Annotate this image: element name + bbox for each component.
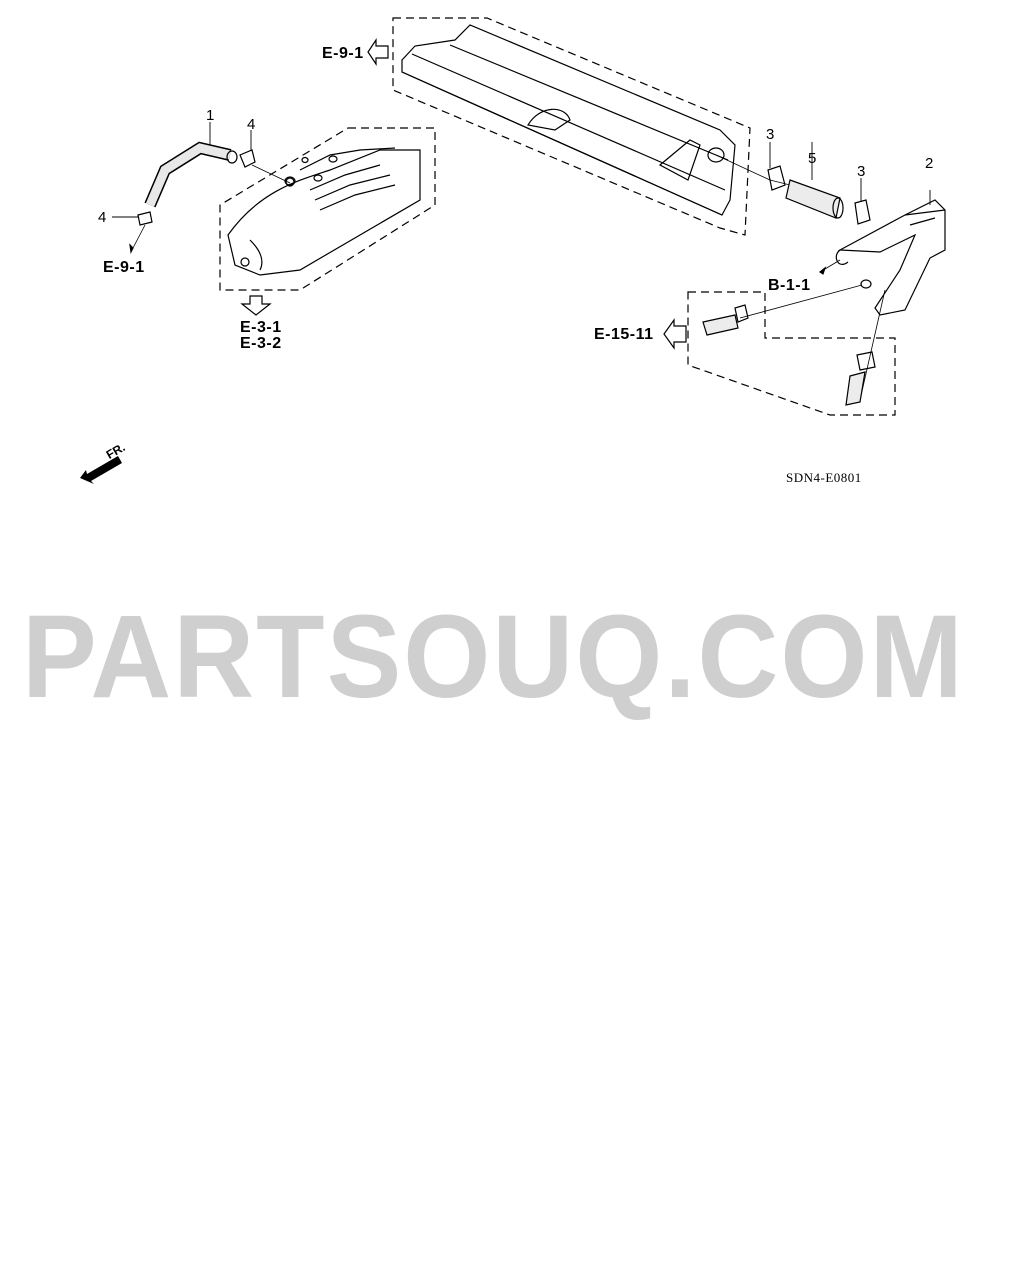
engine-cover	[401, 24, 736, 216]
ref-e-15-11[interactable]: E-15-11	[594, 326, 654, 343]
callout-4b[interactable]: 4	[98, 209, 107, 226]
ref-e-9-1-top[interactable]: E-9-1	[322, 45, 364, 62]
ref-b-1-1[interactable]: B-1-1	[768, 277, 811, 294]
ref-e-3-1[interactable]: E-3-1	[240, 319, 282, 336]
ref-e-9-1-left[interactable]: E-9-1	[103, 259, 145, 276]
clamp-4a	[239, 149, 256, 168]
front-arrow-icon	[80, 456, 122, 484]
lower-dashed-boundary	[687, 291, 896, 416]
hose-5	[785, 179, 841, 219]
pipe-2	[837, 199, 946, 316]
callout-4a[interactable]: 4	[247, 116, 256, 133]
ref-e-3-2[interactable]: E-3-2	[240, 335, 282, 352]
callout-3b[interactable]: 3	[857, 163, 866, 180]
watermark: PARTSOUQ.COM	[22, 590, 965, 723]
down-arrow	[240, 295, 272, 316]
manifold-dashed-boundary	[219, 127, 436, 291]
callout-3a[interactable]: 3	[766, 126, 775, 143]
cover-dashed-boundary	[392, 17, 751, 236]
callout-2[interactable]: 2	[925, 155, 934, 172]
callout-5[interactable]: 5	[808, 150, 817, 167]
clamp-lower-left	[734, 304, 749, 323]
left-arrow-top	[367, 38, 389, 66]
clamp-4b	[137, 211, 153, 226]
left-arrow-lower	[663, 318, 687, 350]
callout-1[interactable]: 1	[206, 107, 215, 124]
clamp-lower-right	[856, 351, 876, 371]
parts-diagram: 1 4 4 3 5 3 2 E-9-1 E-9-1 E-3-1 E-3-2 B-…	[0, 0, 1024, 520]
diagram-code: SDN4-E0801	[786, 470, 862, 485]
clamp-3b	[854, 199, 871, 225]
clamp-3a	[767, 165, 786, 191]
diagram-drawing	[80, 17, 946, 484]
